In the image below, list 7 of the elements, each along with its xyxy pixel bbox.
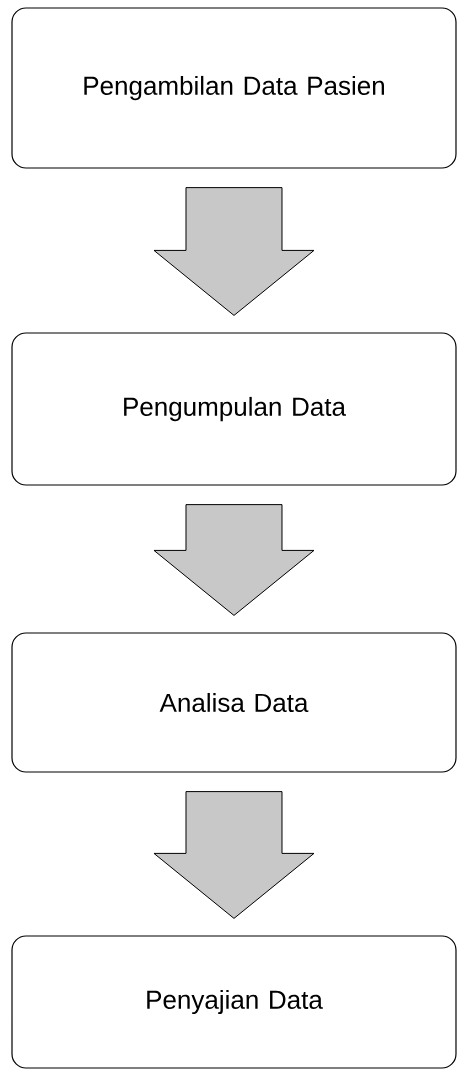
block-arrow <box>153 791 315 919</box>
process-box: Pengumpulan Data <box>11 332 457 486</box>
process-box: Pengambilan Data Pasien <box>11 7 457 169</box>
process-box: Analisa Data <box>11 632 457 773</box>
block-arrow <box>153 504 315 616</box>
process-box: Penyajian Data <box>11 935 457 1069</box>
block-arrow <box>153 187 315 316</box>
